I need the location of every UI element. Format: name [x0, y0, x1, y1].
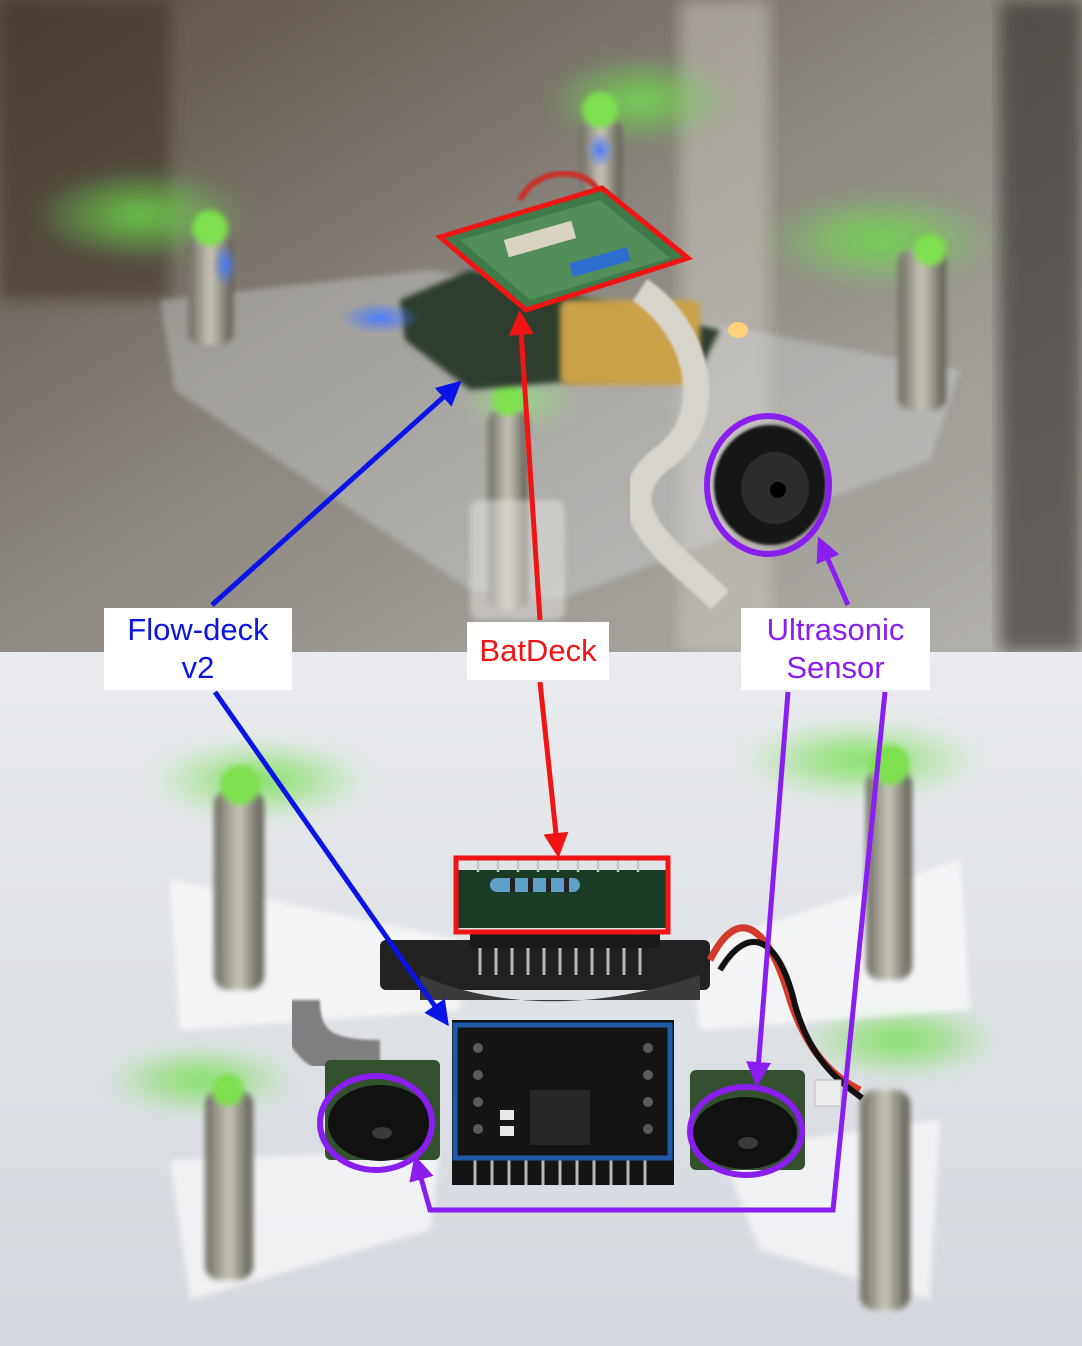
flow-deck-label-line2: v2	[181, 650, 215, 685]
ultrasonic-label-line2: Sensor	[786, 650, 885, 685]
batdeck-label-text: BatDeck	[479, 633, 597, 668]
flow-deck-label-line1: Flow-deck	[127, 612, 269, 647]
batdeck-label: BatDeck	[467, 622, 609, 680]
flow-deck-label: Flow-deck v2	[104, 608, 292, 690]
ultrasonic-label-line1: Ultrasonic	[766, 612, 905, 647]
ultrasonic-sensor-label: Ultrasonic Sensor	[741, 608, 930, 690]
